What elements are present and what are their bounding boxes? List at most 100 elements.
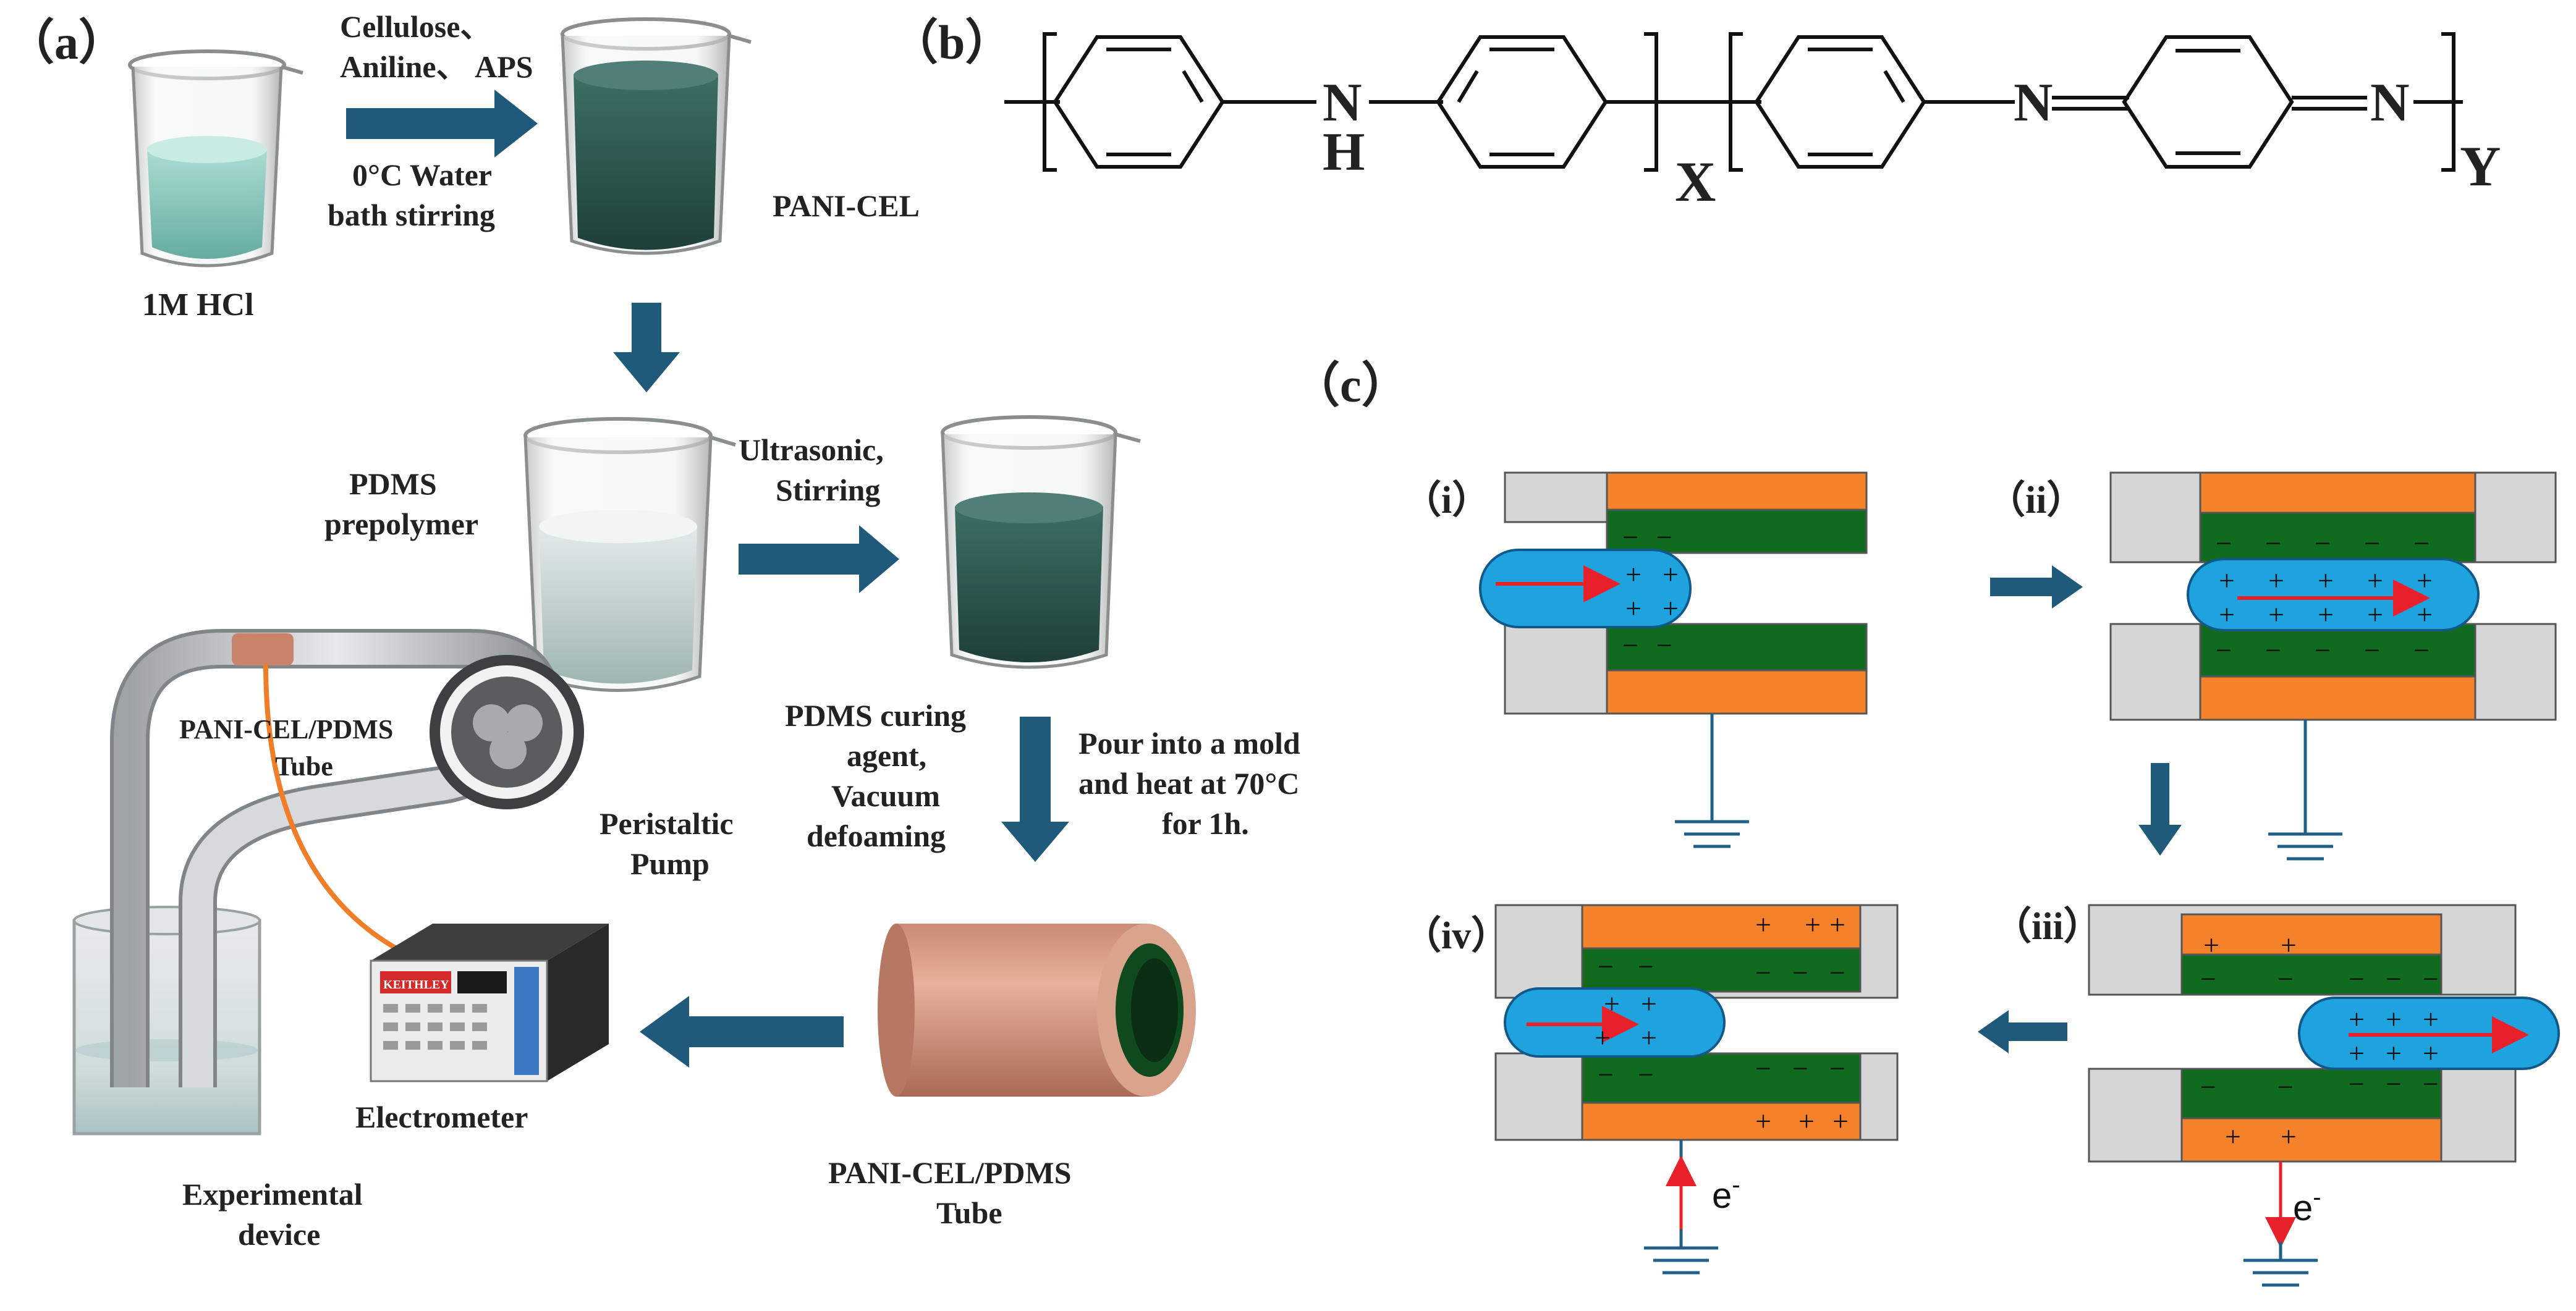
curing-line4: defoaming: [807, 819, 946, 853]
amine-n: N: [1323, 73, 1362, 133]
device-tube-line2: Tube: [275, 751, 333, 782]
experimental-line1: Experimental: [182, 1177, 363, 1212]
charge-plus: +: [1805, 909, 1821, 940]
charge-plus: +: [2417, 565, 2433, 596]
stage-label-iii: （iii）: [1993, 904, 2102, 948]
arrow-curing-down: [1001, 717, 1069, 862]
pump-line2: Pump: [630, 846, 710, 881]
charge-plus: +: [1625, 592, 1642, 624]
hcl-label: 1M HCl: [142, 287, 254, 322]
mold-line2: and heat at 70°C: [1078, 766, 1300, 801]
arrow-to-device-left: [640, 996, 844, 1068]
charge-plus: +: [2367, 565, 2383, 596]
stage-iii: [2088, 904, 2560, 1287]
electrometer-label: Electrometer: [355, 1100, 528, 1134]
charge-minus: −: [2200, 1071, 2216, 1103]
charge-plus: +: [1832, 1105, 1849, 1137]
charge-minus: −: [1792, 1053, 1808, 1084]
mold-line1: Pour into a mold: [1078, 726, 1300, 761]
beaker-hcl: [128, 49, 303, 268]
charge-plus: +: [2268, 565, 2284, 596]
charge-minus: −: [2386, 1068, 2402, 1100]
tube-line1: PANI-CEL/PDMS: [828, 1155, 1072, 1190]
charge-minus: −: [2277, 1071, 2294, 1103]
imine-n2: N: [2370, 73, 2410, 133]
stage-label-i: （i）: [1403, 478, 1490, 521]
charge-minus: −: [2216, 528, 2232, 559]
charge-minus: −: [2423, 1068, 2439, 1100]
mold-line3: for 1h.: [1162, 806, 1249, 841]
curing-line1: PDMS curing: [785, 698, 966, 733]
charge-plus: +: [1663, 592, 1679, 624]
pani-cel-label: PANI-CEL: [773, 188, 920, 223]
pdms-prepolymer-line1: PDMS: [349, 466, 437, 501]
charge-minus: −: [1656, 630, 1672, 661]
panel-label-a: （a）: [6, 15, 127, 69]
charge-plus: +: [1829, 909, 1845, 940]
charge-plus: +: [1595, 1022, 1611, 1053]
charge-minus: −: [1829, 957, 1845, 989]
charge-plus: +: [1663, 559, 1679, 590]
condition-line2: bath stirring: [328, 198, 495, 232]
device-tube-line1: PANI-CEL/PDMS: [179, 714, 393, 744]
charge-plus: +: [2423, 1037, 2439, 1069]
charge-minus: −: [1829, 1053, 1845, 1084]
charge-plus: +: [1755, 909, 1771, 940]
charge-minus: −: [2216, 634, 2232, 666]
charge-minus: −: [1656, 521, 1672, 553]
stage-label-iv: （iv）: [1403, 914, 1509, 957]
charge-minus: −: [1598, 1059, 1614, 1090]
beaker-pdms-prepolymer: [523, 417, 736, 692]
reagents-line1: Cellulose、: [340, 9, 491, 44]
charge-plus: +: [1625, 559, 1642, 590]
panel-label-c: （c）: [1292, 358, 1410, 412]
experimental-device: [72, 629, 609, 1136]
charge-minus: −: [2364, 528, 2380, 559]
charge-plus: +: [2281, 1121, 2297, 1152]
charge-minus: −: [1755, 957, 1771, 989]
charge-minus: −: [1622, 630, 1638, 661]
charge-plus: +: [2219, 599, 2235, 630]
charge-plus: +: [2318, 565, 2334, 596]
electron-label-iv: e-: [1712, 1171, 1740, 1216]
imine-n1: N: [2014, 73, 2053, 133]
charge-minus: −: [2315, 634, 2331, 666]
charge-plus: +: [2367, 599, 2383, 630]
charge-minus: −: [2413, 634, 2430, 666]
ultrasonic-line1: Ultrasonic,: [739, 432, 884, 467]
charge-plus: +: [2203, 929, 2219, 961]
charge-minus: −: [2386, 963, 2402, 995]
charge-plus: +: [1755, 1105, 1771, 1137]
charge-plus: +: [2349, 1037, 2365, 1069]
stage-i: [1479, 471, 1868, 848]
panel-label-b: （b）: [890, 15, 1013, 69]
charge-plus: +: [1799, 1105, 1815, 1137]
curing-line3: Vacuum: [831, 778, 940, 813]
charge-plus: +: [2268, 599, 2284, 630]
charge-plus: +: [1641, 1022, 1657, 1053]
charge-minus: −: [2265, 528, 2281, 559]
charge-plus: +: [1641, 988, 1657, 1019]
charge-plus: +: [2318, 599, 2334, 630]
charge-plus: +: [2225, 1121, 2241, 1152]
polyaniline-structure: [1004, 32, 2463, 172]
beaker-pani-cel: [561, 17, 752, 255]
electron-label-iii: e-: [2293, 1184, 2321, 1228]
charge-plus: +: [2281, 929, 2297, 961]
experimental-line2: device: [238, 1217, 320, 1252]
arrow-synthesis-down: [613, 303, 680, 392]
condition-line1: 0°C Water: [352, 158, 492, 192]
charge-minus: −: [1638, 1059, 1654, 1090]
tube-line2: Tube: [936, 1195, 1002, 1230]
pdms-prepolymer-line2: prepolymer: [324, 507, 478, 541]
charge-plus: +: [2386, 1003, 2402, 1035]
charge-plus: +: [2219, 565, 2235, 596]
arrow-ii-to-iii: [2138, 763, 2182, 856]
arrow-ultrasonic-right: [739, 525, 899, 593]
charge-minus: −: [2315, 528, 2331, 559]
ultrasonic-line2: Stirring: [776, 473, 880, 507]
charge-minus: −: [2349, 963, 2365, 995]
charge-plus: +: [2386, 1037, 2402, 1069]
charge-plus: +: [1604, 988, 1620, 1019]
